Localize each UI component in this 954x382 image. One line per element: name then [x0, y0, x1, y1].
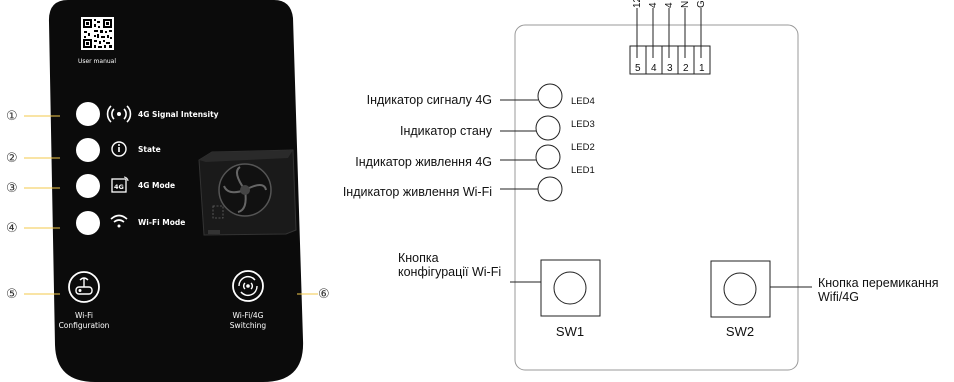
- pin-number-5: 5: [635, 63, 641, 74]
- led4-name: LED4: [571, 96, 595, 107]
- wifi-icon: [110, 214, 128, 228]
- marker-1: ①: [6, 109, 18, 124]
- device-photo: [198, 149, 297, 236]
- led-4: Індикатор сигналу 4G LED4: [367, 83, 595, 109]
- pin-label-5: 12: [632, 0, 643, 8]
- sw1-caption-line1: Кнопка: [398, 251, 439, 265]
- marker-4: ④: [6, 221, 18, 236]
- sw2-caption-line2: Wifi/4G: [818, 290, 859, 304]
- indicator-row-signal: 4G Signal Intensity: [76, 102, 219, 126]
- led-1: Індикатор живлення Wi-Fi LED1: [343, 165, 595, 202]
- switch-icon: [238, 276, 258, 296]
- pin-label-2: N: [680, 1, 691, 8]
- marker-6: ⑥: [318, 287, 330, 302]
- signal-icon: [106, 105, 132, 123]
- wifi-configuration-button[interactable]: Wi-Fi Configuration: [59, 271, 110, 330]
- led1-name: LED1: [571, 165, 595, 176]
- row-label-state: State: [138, 145, 161, 154]
- pin-number-3: 3: [667, 63, 673, 74]
- led-3: Індикатор стану LED3: [400, 115, 595, 141]
- indicator-row-state: State: [76, 138, 161, 162]
- sw2-button[interactable]: Кнопка перемикання Wifi/4G SW2: [710, 260, 939, 339]
- marker-5: ⑤: [6, 287, 18, 302]
- led2-label: Індикатор живлення 4G: [355, 155, 492, 169]
- switching-line1: Wi-Fi/4G: [232, 311, 263, 320]
- pin-label-3: 4: [664, 2, 675, 8]
- info-icon: [111, 141, 127, 157]
- pin-number-4: 4: [651, 63, 657, 74]
- led3-label: Індикатор стану: [400, 124, 493, 138]
- sw1-caption-line2: конфігурації Wi-Fi: [398, 265, 501, 279]
- led2-name: LED2: [571, 142, 595, 153]
- switching-line2: Switching: [230, 321, 267, 330]
- router-icon: [75, 277, 93, 295]
- row-label-signal: 4G Signal Intensity: [138, 110, 219, 119]
- terminal-block: 12 4 4 N G 5 4 3 2 1: [629, 0, 711, 75]
- 4g-icon: 4G: [111, 176, 129, 193]
- marker-3: ③: [6, 181, 18, 196]
- led3-name: LED3: [571, 119, 595, 130]
- pin-label-1: G: [696, 0, 707, 8]
- pin-number-2: 2: [683, 63, 689, 74]
- pin-number-1: 1: [699, 63, 705, 74]
- led1-label: Індикатор живлення Wi-Fi: [343, 185, 492, 199]
- indicator-row-4g: 4G 4G Mode: [76, 174, 175, 198]
- wifi-config-line2: Configuration: [59, 321, 110, 330]
- sw2-caption-line1: Кнопка перемикання: [818, 276, 939, 290]
- markers: ① ② ③ ④ ⑤ ⑥: [6, 109, 330, 302]
- qr-caption: User manual: [78, 58, 116, 65]
- led-2: Індикатор живлення 4G LED2: [355, 142, 595, 170]
- svg-text:4G: 4G: [114, 183, 124, 191]
- sw2-name: SW2: [726, 324, 754, 339]
- pin-label-4: 4: [648, 2, 659, 8]
- marker-2: ②: [6, 151, 18, 166]
- circuit-board-outline: [514, 24, 799, 371]
- wifi-config-line1: Wi-Fi: [75, 311, 93, 320]
- row-label-4g: 4G Mode: [138, 181, 175, 190]
- indicator-row-wifi: Wi-Fi Mode: [76, 211, 185, 235]
- row-label-wifi: Wi-Fi Mode: [138, 218, 185, 227]
- sw1-name: SW1: [556, 324, 584, 339]
- led4-label: Індикатор сигналу 4G: [367, 93, 492, 107]
- front-panel: User manual 4G Signal Intensity State 4: [48, 0, 304, 382]
- qr-code: [81, 17, 114, 50]
- sw1-button[interactable]: Кнопка конфігурації Wi-Fi SW1: [398, 251, 601, 339]
- wifi-4g-switching-button[interactable]: Wi-Fi/4G Switching: [230, 270, 267, 330]
